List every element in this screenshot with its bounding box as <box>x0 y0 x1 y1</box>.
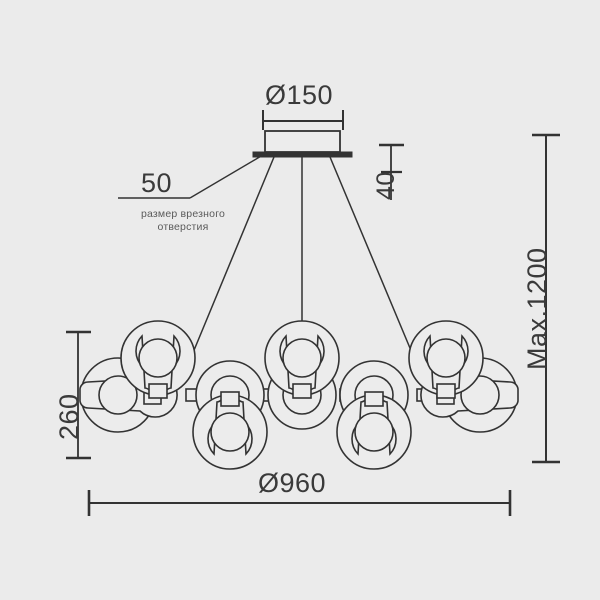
globe <box>192 391 268 470</box>
dim-fixture-height <box>66 330 91 460</box>
label-recess-hole: 50 <box>141 168 173 198</box>
note-line-2: отверстия <box>157 221 209 234</box>
suspension-wires <box>184 156 421 373</box>
globe <box>336 391 412 470</box>
note-recess-hole: размер врезного отверстия <box>118 208 248 234</box>
label-max-drop: Max.1200 <box>522 247 552 370</box>
dim-max-drop <box>532 133 560 464</box>
globe <box>264 320 340 399</box>
leader-recess-hole <box>118 151 269 199</box>
label-overall-diameter: Ø960 <box>258 468 327 498</box>
dim-canopy-diameter <box>262 110 344 130</box>
globe-row-lower <box>192 391 412 470</box>
canopy <box>252 130 353 158</box>
label-canopy-diameter: Ø150 <box>265 80 334 110</box>
globe-row-upper <box>264 320 484 399</box>
globe <box>120 320 196 399</box>
label-fixture-height: 260 <box>54 393 84 440</box>
globe <box>408 320 484 399</box>
dim-canopy-height <box>379 143 404 200</box>
label-canopy-height: 40 <box>372 171 400 200</box>
dim-overall-diameter <box>87 490 512 516</box>
globe-row-middle <box>79 320 519 433</box>
note-line-1: размер врезного <box>140 208 226 220</box>
